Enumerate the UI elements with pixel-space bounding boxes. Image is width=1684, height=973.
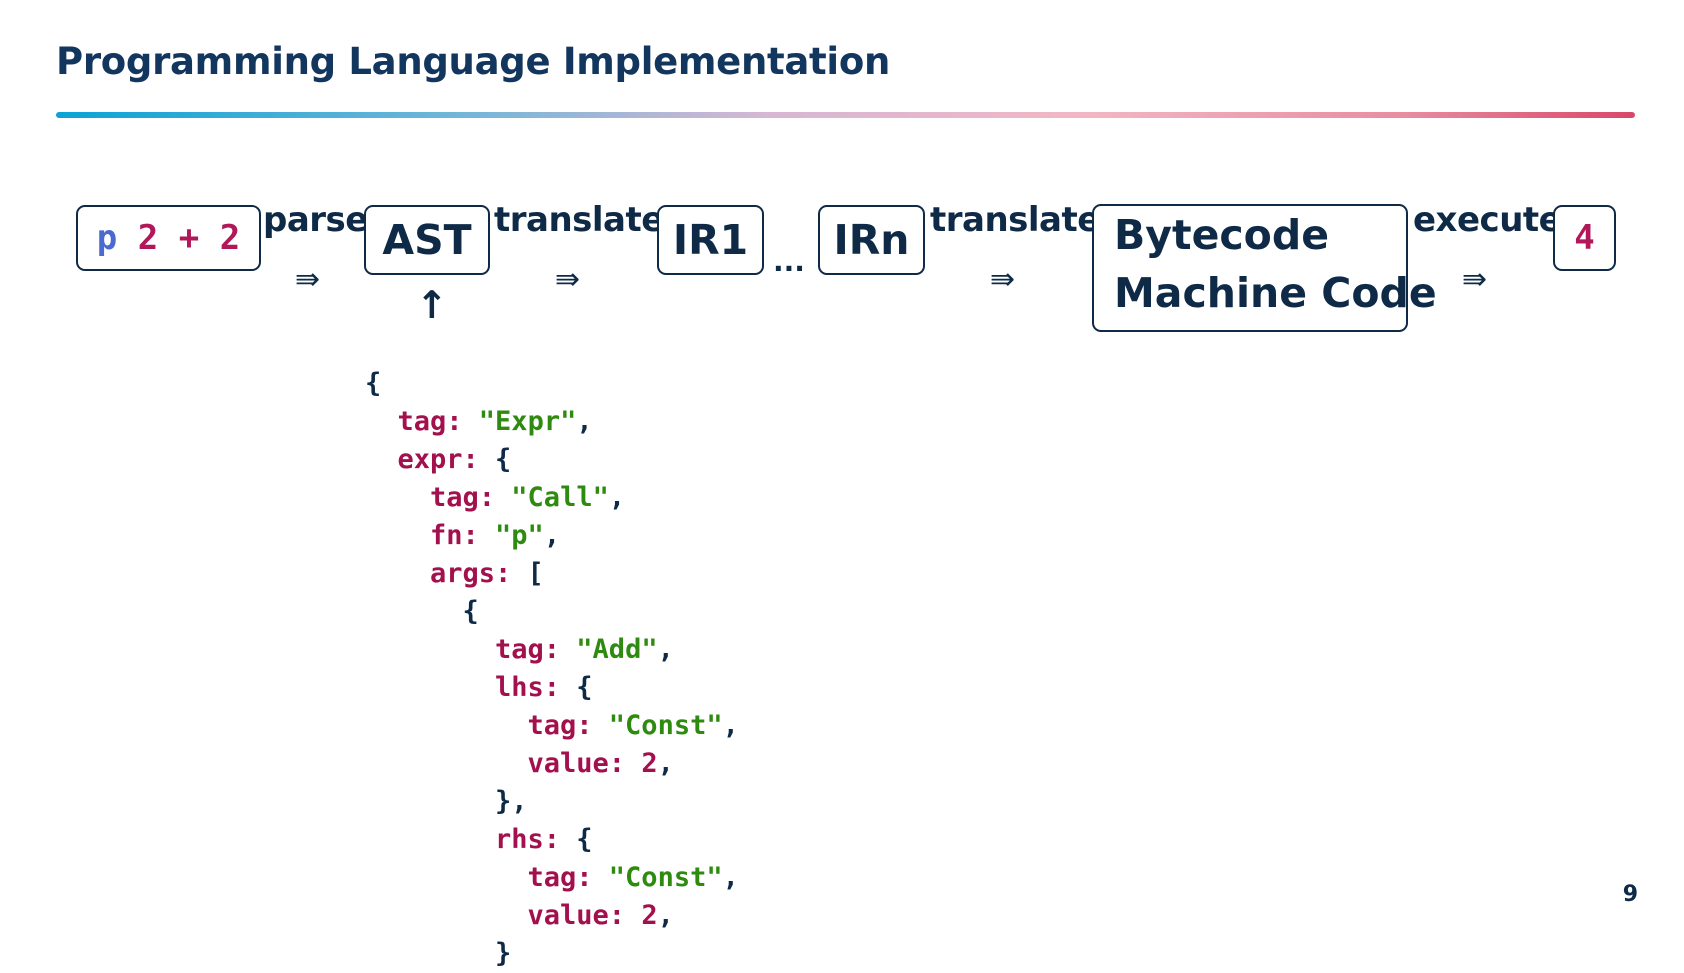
code-line: tag: "Const", bbox=[365, 707, 739, 745]
code-line: tag: "Call", bbox=[365, 479, 739, 517]
code-token: tag: bbox=[430, 482, 496, 513]
code-token: tag: bbox=[495, 634, 561, 665]
code-token: , bbox=[543, 520, 561, 551]
translate-label-2: translate bbox=[930, 200, 1100, 240]
code-token: fn: bbox=[430, 520, 479, 551]
code-token bbox=[593, 862, 609, 893]
code-token: args: bbox=[430, 558, 512, 589]
code-token: "Call" bbox=[511, 482, 609, 513]
code-token: "Const" bbox=[608, 710, 723, 741]
translate-arrow-icon-1: ⇛ bbox=[555, 262, 581, 297]
code-token: { bbox=[462, 596, 479, 627]
code-token: , bbox=[657, 900, 674, 931]
ast-box: AST bbox=[364, 205, 490, 275]
code-token: "Const" bbox=[608, 862, 723, 893]
target-line-bytecode: Bytecode bbox=[1114, 211, 1330, 259]
code-line: rhs: { bbox=[365, 821, 739, 859]
result-box: 4 bbox=[1553, 205, 1616, 271]
code-token: 2 bbox=[641, 748, 658, 779]
result-value: 4 bbox=[1574, 218, 1595, 258]
source-op-token: + bbox=[178, 218, 200, 258]
code-token: "Expr" bbox=[478, 406, 577, 437]
code-line: lhs: { bbox=[365, 669, 739, 707]
target-box: Bytecode Machine Code bbox=[1092, 204, 1437, 332]
code-line: }, bbox=[365, 783, 739, 821]
code-token bbox=[495, 482, 511, 513]
up-arrow-icon: ↑ bbox=[416, 283, 448, 327]
ast-json-listing: {tag: "Expr",expr: {tag: "Call",fn: "p",… bbox=[365, 365, 739, 973]
parse-label: parse bbox=[263, 200, 368, 240]
title-gradient-rule bbox=[56, 112, 1635, 118]
source-arg1-token: 2 bbox=[137, 218, 159, 258]
code-token: , bbox=[608, 482, 626, 513]
code-line: value: 2, bbox=[365, 745, 739, 783]
code-token: { bbox=[478, 444, 512, 475]
source-fn-token: p bbox=[96, 218, 118, 258]
code-token: "p" bbox=[495, 520, 544, 551]
source-arg2-token: 2 bbox=[219, 218, 241, 258]
code-token bbox=[479, 520, 495, 551]
code-token: }, bbox=[495, 786, 528, 817]
code-token: , bbox=[722, 862, 739, 893]
code-token: value: bbox=[527, 900, 626, 931]
code-token bbox=[625, 900, 641, 931]
parse-arrow-icon: ⇛ bbox=[295, 262, 321, 297]
execute-arrow-icon: ⇛ bbox=[1462, 262, 1488, 297]
code-token bbox=[560, 634, 576, 665]
ellipsis: ... bbox=[773, 245, 805, 278]
code-token: [ bbox=[511, 558, 544, 589]
translate-arrow-icon-2: ⇛ bbox=[990, 262, 1016, 297]
code-token: } bbox=[495, 938, 512, 969]
code-line: tag: "Add", bbox=[365, 631, 739, 669]
code-line: fn: "p", bbox=[365, 517, 739, 555]
code-line: } bbox=[365, 935, 739, 973]
code-token: tag: bbox=[527, 862, 593, 893]
code-token bbox=[625, 748, 641, 779]
code-token: expr: bbox=[397, 444, 479, 475]
translate-label-1: translate bbox=[494, 200, 664, 240]
source-code-box: p 2 + 2 bbox=[76, 205, 261, 271]
code-token: , bbox=[576, 406, 593, 437]
code-token: 2 bbox=[641, 900, 658, 931]
slide-title: Programming Language Implementation bbox=[56, 40, 890, 83]
code-line: tag: "Expr", bbox=[365, 403, 739, 441]
ast-label: AST bbox=[382, 215, 472, 264]
code-token: , bbox=[722, 710, 739, 741]
irn-box: IRn bbox=[818, 205, 925, 275]
code-token: "Add" bbox=[576, 634, 658, 665]
ir1-box: IR1 bbox=[657, 205, 764, 275]
code-token: rhs: bbox=[495, 824, 561, 855]
code-line: { bbox=[365, 593, 739, 631]
code-token bbox=[463, 406, 479, 437]
code-token: lhs: bbox=[495, 672, 561, 703]
target-line-machine-code: Machine Code bbox=[1114, 269, 1437, 317]
code-token: tag: bbox=[397, 406, 463, 437]
code-token: { bbox=[365, 368, 382, 399]
code-line: args: [ bbox=[365, 555, 739, 593]
irn-label: IRn bbox=[833, 215, 910, 264]
page-number: 9 bbox=[1622, 882, 1638, 907]
code-token: , bbox=[657, 748, 674, 779]
code-token bbox=[593, 710, 609, 741]
code-token: { bbox=[560, 824, 593, 855]
code-line: tag: "Const", bbox=[365, 859, 739, 897]
code-line: expr: { bbox=[365, 441, 739, 479]
code-token: , bbox=[657, 634, 674, 665]
ir1-label: IR1 bbox=[672, 215, 749, 264]
code-token: tag: bbox=[527, 710, 593, 741]
code-line: { bbox=[365, 365, 739, 403]
execute-label: execute bbox=[1413, 200, 1562, 240]
code-token: value: bbox=[527, 748, 626, 779]
code-line: value: 2, bbox=[365, 897, 739, 935]
code-token: { bbox=[560, 672, 593, 703]
